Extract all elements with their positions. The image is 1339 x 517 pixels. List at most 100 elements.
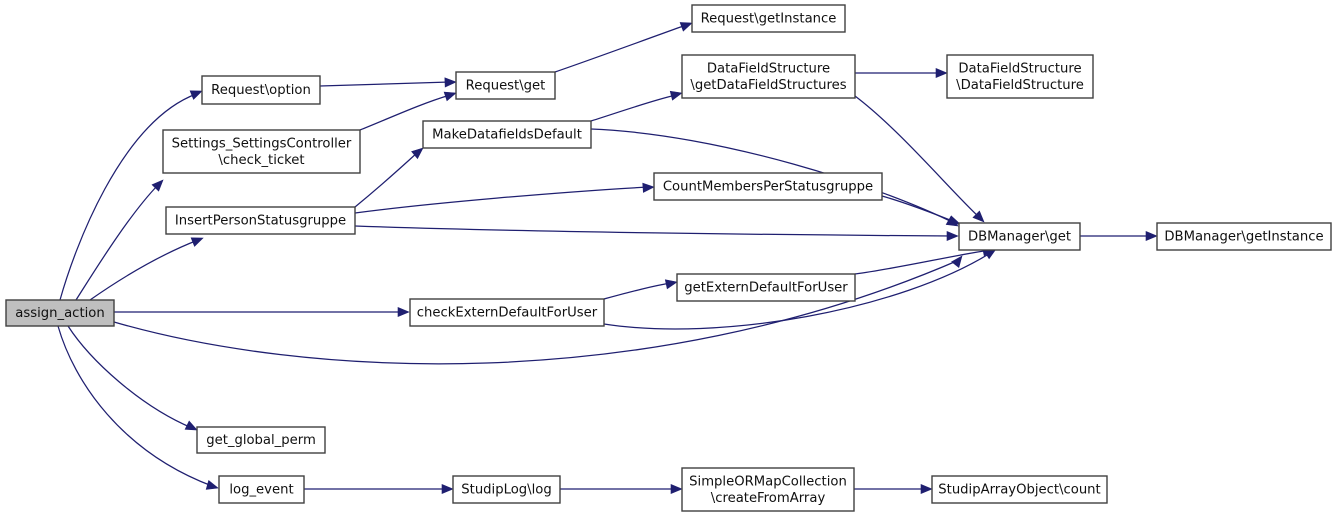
node-box[interactable] xyxy=(1156,222,1332,251)
edge-insert_person_statusgruppe-to-count_members xyxy=(354,182,655,214)
node-box[interactable] xyxy=(162,129,361,174)
node-box[interactable] xyxy=(218,475,305,504)
arrowhead-icon xyxy=(679,22,693,32)
edge-line xyxy=(354,151,419,208)
node-assign_action[interactable]: assign_action xyxy=(5,299,115,327)
node-dbmanager_getinstance[interactable]: DBManager\getInstance xyxy=(1156,222,1332,251)
node-dbmanager_get[interactable]: DBManager\get xyxy=(958,222,1081,251)
node-settings_check_ticket[interactable]: Settings_SettingsController\check_ticket xyxy=(162,129,361,174)
node-box[interactable] xyxy=(653,172,883,201)
arrowhead-icon xyxy=(664,279,678,290)
edge-line xyxy=(67,325,193,429)
edge-line xyxy=(603,251,993,330)
edge-studiplog_log-to-simpleormap_createfromarray xyxy=(560,483,683,495)
edge-line xyxy=(354,225,953,237)
arrowhead-icon xyxy=(951,255,963,269)
node-box[interactable] xyxy=(196,426,326,454)
edge-check_extern_default_for_user-to-get_extern_default_for_user xyxy=(603,279,678,300)
edge-log_event-to-studiplog_log xyxy=(304,483,454,495)
node-get_extern_default_for_user[interactable]: getExternDefaultForUser xyxy=(676,273,856,302)
arrowhead-icon xyxy=(947,215,961,225)
arrowhead-icon xyxy=(397,306,410,318)
node-label: Settings_SettingsController xyxy=(172,136,352,151)
node-label: \DataFieldStructure xyxy=(956,78,1084,93)
edge-assign_action-to-log_event xyxy=(57,325,219,490)
node-box[interactable] xyxy=(931,475,1108,504)
node-box[interactable] xyxy=(165,206,356,235)
edge-request_option-to-request_get xyxy=(319,77,457,88)
edge-settings_check_ticket-to-request_get xyxy=(359,91,457,131)
node-label: getExternDefaultForUser xyxy=(684,281,848,296)
node-dfs_datafieldstructure[interactable]: DataFieldStructure\DataFieldStructure xyxy=(946,54,1094,99)
node-box[interactable] xyxy=(691,4,846,33)
node-box[interactable] xyxy=(452,475,561,504)
node-box[interactable] xyxy=(201,75,321,105)
edge-dbmanager_get-to-dbmanager_getinstance xyxy=(1080,230,1158,242)
node-request_get[interactable]: Request\get xyxy=(455,71,556,100)
node-label: checkExternDefaultForUser xyxy=(417,306,598,321)
node-dfs_getdatafieldstructures[interactable]: DataFieldStructure \getDataFieldStructure… xyxy=(681,54,856,99)
edge-insert_person_statusgruppe-to-make_datafields_default xyxy=(354,147,424,208)
arrowhead-icon xyxy=(670,483,683,495)
edge-assign_action-to-settings_check_ticket xyxy=(75,179,164,301)
edge-assign_action-to-dbmanager_get_far xyxy=(113,255,963,365)
node-box[interactable] xyxy=(5,299,115,327)
node-label: Request\option xyxy=(211,83,311,98)
edge-make_datafields_default-to-dfs_getdatafieldstructures xyxy=(590,90,683,122)
node-count_members[interactable]: CountMembersPerStatusgruppe xyxy=(653,172,883,201)
node-box[interactable] xyxy=(681,54,856,99)
arrowhead-icon xyxy=(411,147,424,160)
arrowhead-icon xyxy=(972,210,985,223)
node-label: \createFromArray xyxy=(711,491,826,506)
node-studiparrayobject_count[interactable]: StudipArrayObject\count xyxy=(931,475,1108,504)
node-box[interactable] xyxy=(409,298,605,327)
arrowhead-icon xyxy=(1145,230,1158,242)
arrowhead-icon xyxy=(946,230,959,242)
node-box[interactable] xyxy=(676,273,856,302)
edge-line xyxy=(881,195,956,223)
arrowhead-icon xyxy=(184,420,198,431)
node-label: get_global_perm xyxy=(206,433,316,448)
arrowhead-icon xyxy=(441,483,454,495)
arrowhead-icon xyxy=(189,90,203,100)
node-check_extern_default_for_user[interactable]: checkExternDefaultForUser xyxy=(409,298,605,327)
arrowhead-icon xyxy=(444,77,457,88)
node-label: DBManager\get xyxy=(968,230,1071,245)
node-box[interactable] xyxy=(455,71,556,100)
edge-line xyxy=(603,282,672,300)
node-label: log_event xyxy=(229,483,293,498)
edge-assign_action-to-insert_person_statusgruppe xyxy=(89,237,204,301)
edge-line xyxy=(554,24,687,73)
node-simpleormap_createfromarray[interactable]: SimpleORMapCollection \createFromArray xyxy=(681,467,855,512)
node-label: SimpleORMapCollection xyxy=(689,474,847,489)
node-request_option[interactable]: Request\option xyxy=(201,75,321,105)
node-make_datafields_default[interactable]: MakeDatafieldsDefault xyxy=(422,120,592,149)
edge-dfs_getdatafieldstructures-to-dfs_datafieldstructure xyxy=(855,67,948,79)
node-box[interactable] xyxy=(422,120,592,149)
node-box[interactable] xyxy=(946,54,1094,99)
arrowhead-icon xyxy=(935,67,948,79)
node-label: \getDataFieldStructures xyxy=(690,78,846,93)
node-box[interactable] xyxy=(681,467,855,512)
node-log_event[interactable]: log_event xyxy=(218,475,305,504)
edge-line xyxy=(57,325,213,487)
edge-assign_action-to-get_global_perm xyxy=(67,325,198,431)
arrowhead-icon xyxy=(205,480,219,490)
node-get_global_perm[interactable]: get_global_perm xyxy=(196,426,326,454)
edge-assign_action-to-check_extern_default_for_user xyxy=(114,306,410,318)
arrowhead-icon xyxy=(151,179,164,192)
node-label: Request\get xyxy=(466,79,546,94)
edges-layer xyxy=(57,22,1158,495)
node-label: CountMembersPerStatusgruppe xyxy=(663,180,873,195)
arrowhead-icon xyxy=(443,91,457,102)
edge-simpleormap_createfromarray-to-studiparrayobject_count xyxy=(854,483,933,495)
edge-line xyxy=(590,128,955,224)
node-studiplog_log[interactable]: StudipLog\log xyxy=(452,475,561,504)
node-request_getinstance[interactable]: Request\getInstance xyxy=(691,4,846,33)
arrowhead-icon xyxy=(920,483,933,495)
node-label: DataFieldStructure xyxy=(707,61,830,76)
node-box[interactable] xyxy=(958,222,1081,251)
node-label: DBManager\getInstance xyxy=(1164,230,1323,245)
node-insert_person_statusgruppe[interactable]: InsertPersonStatusgruppe xyxy=(165,206,356,235)
